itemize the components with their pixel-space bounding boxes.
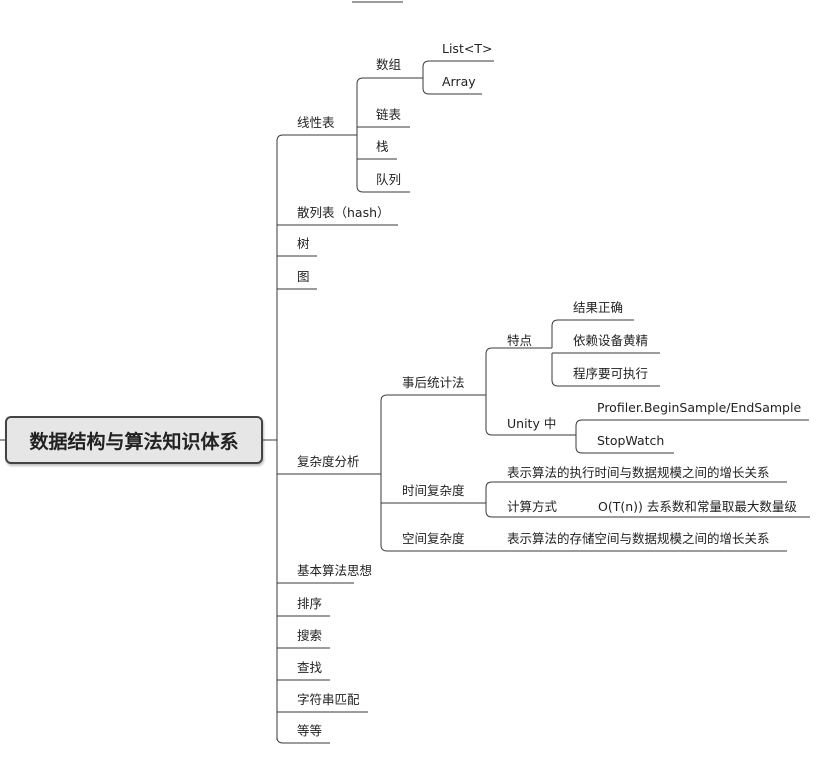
- node-array-en[interactable]: Array: [442, 74, 476, 89]
- node-profiler[interactable]: Profiler.BeginSample/EndSample: [597, 400, 802, 415]
- node-stack[interactable]: 栈: [376, 139, 389, 154]
- node-correct[interactable]: 结果正确: [573, 300, 624, 315]
- node-post-stats[interactable]: 事后统计法: [402, 375, 465, 390]
- node-features[interactable]: 特点: [507, 333, 533, 348]
- node-queue[interactable]: 队列: [376, 172, 402, 187]
- node-device[interactable]: 依赖设备黄精: [573, 333, 649, 348]
- node-stopwatch[interactable]: StopWatch: [597, 433, 665, 448]
- node-etc[interactable]: 等等: [297, 723, 323, 738]
- node-sorting[interactable]: 排序: [297, 596, 323, 611]
- node-basic-algo[interactable]: 基本算法思想: [297, 563, 373, 578]
- node-hash[interactable]: 散列表（hash）: [297, 205, 390, 220]
- node-time-desc[interactable]: 表示算法的执行时间与数据规模之间的增长关系: [507, 465, 770, 480]
- node-space-complexity[interactable]: 空间复杂度: [402, 531, 465, 546]
- node-linear-list[interactable]: 线性表: [297, 115, 335, 130]
- node-graph[interactable]: 图: [297, 269, 310, 284]
- node-array[interactable]: 数组: [376, 57, 402, 72]
- root-node[interactable]: 数据结构与算法知识体系: [5, 416, 263, 464]
- node-string-match[interactable]: 字符串匹配: [297, 692, 360, 707]
- node-time-complexity[interactable]: 时间复杂度: [402, 483, 465, 498]
- node-calc-method[interactable]: 计算方式: [507, 499, 558, 514]
- node-big-o[interactable]: O(T(n)) 去系数和常量取最大数量级: [598, 499, 797, 514]
- node-executable[interactable]: 程序要可执行: [573, 366, 649, 381]
- node-tree[interactable]: 树: [297, 236, 310, 251]
- node-complexity[interactable]: 复杂度分析: [297, 454, 360, 469]
- node-unity[interactable]: Unity 中: [507, 416, 557, 431]
- node-list-t[interactable]: List<T>: [442, 41, 493, 56]
- node-space-desc[interactable]: 表示算法的存储空间与数据规模之间的增长关系: [507, 531, 770, 546]
- node-find[interactable]: 查找: [297, 660, 323, 675]
- node-linked-list[interactable]: 链表: [376, 107, 402, 122]
- node-search[interactable]: 搜索: [297, 628, 323, 643]
